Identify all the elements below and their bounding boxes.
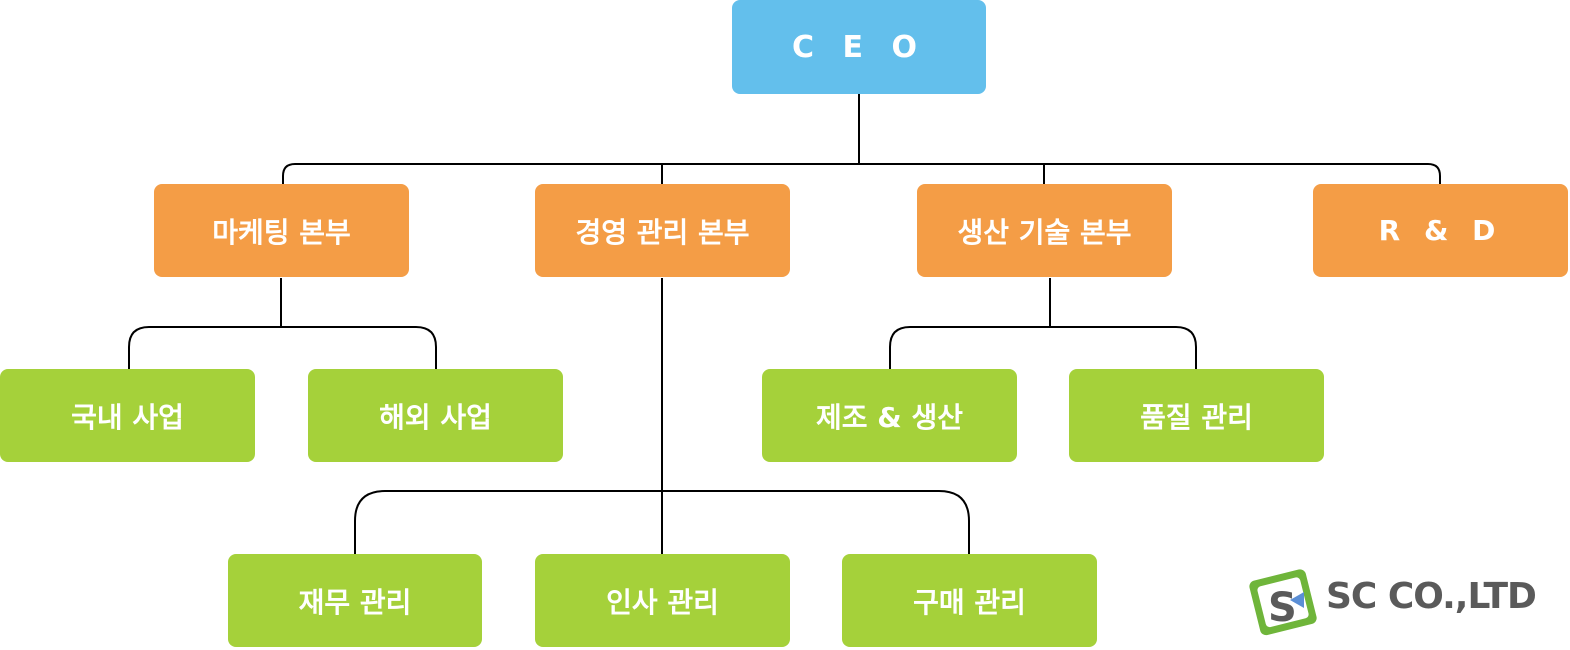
team-purchasing: 구매 관리	[842, 554, 1097, 647]
team-overseas-label: 해외 사업	[379, 400, 492, 434]
team-finance: 재무 관리	[228, 554, 482, 647]
division-production: 생산 기술 본부	[917, 184, 1172, 277]
team-hr: 인사 관리	[535, 554, 790, 647]
team-domestic: 국내 사업	[0, 369, 255, 462]
connector-production-bus	[889, 326, 1197, 369]
team-quality: 품질 관리	[1069, 369, 1324, 462]
team-hr-label: 인사 관리	[606, 585, 719, 619]
team-manufacturing: 제조 & 생산	[762, 369, 1017, 462]
division-management-label: 경영 관리 본부	[575, 215, 750, 249]
division-rnd: R & D	[1313, 184, 1568, 277]
division-marketing: 마케팅 본부	[154, 184, 409, 277]
division-marketing-label: 마케팅 본부	[212, 215, 351, 249]
division-rnd-label: R & D	[1378, 214, 1503, 247]
division-production-label: 생산 기술 본부	[957, 215, 1132, 249]
division-management: 경영 관리 본부	[535, 184, 790, 277]
team-domestic-label: 국내 사업	[71, 400, 184, 434]
ceo-box: C E O	[732, 0, 986, 94]
connector-marketing-bus	[128, 326, 437, 369]
logo-text: SC CO.,LTD	[1326, 576, 1537, 617]
connector-management-bus	[354, 490, 970, 554]
connector-division-bus	[282, 163, 1441, 184]
team-overseas: 해외 사업	[308, 369, 563, 462]
company-logo: S SC CO.,LTD	[1246, 566, 1570, 638]
sc-logo-icon: S	[1249, 569, 1317, 636]
svg-text:S: S	[1268, 585, 1297, 631]
team-manufacturing-label: 제조 & 생산	[816, 400, 963, 434]
ceo-label: C E O	[792, 29, 926, 65]
team-quality-label: 품질 관리	[1140, 400, 1253, 434]
team-finance-label: 재무 관리	[298, 585, 412, 619]
team-purchasing-label: 구매 관리	[913, 585, 1026, 619]
